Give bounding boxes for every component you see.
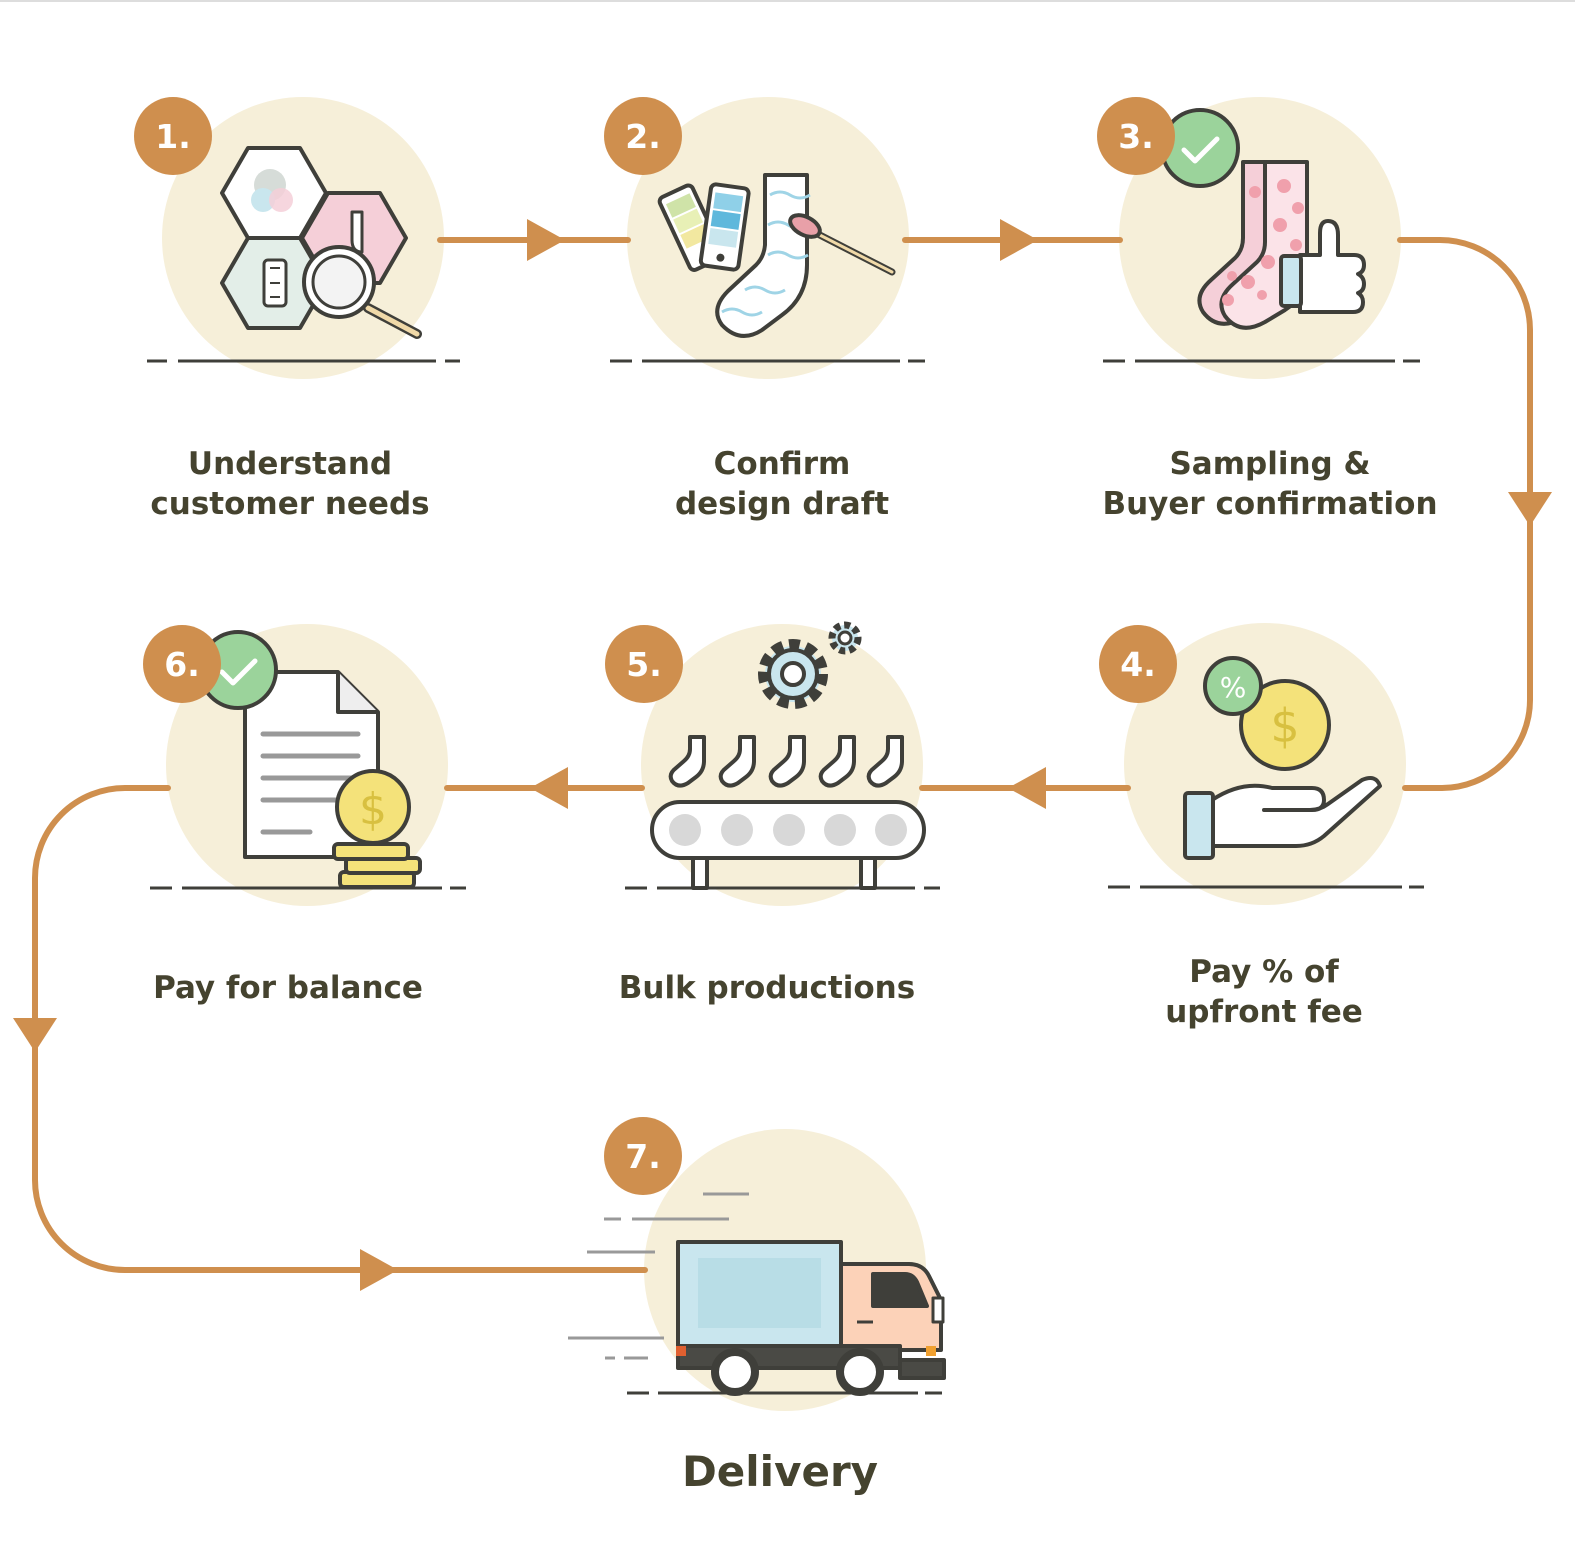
step-3-label-line: Sampling & xyxy=(1169,446,1371,482)
step-7-number-badge: 7. xyxy=(604,1117,682,1195)
step-1-label-line: Understand xyxy=(187,446,393,482)
dollar-glyph: $ xyxy=(1270,699,1299,753)
socks-thumbs-up-icon xyxy=(1160,108,1366,330)
step-2-label: Confirm design draft xyxy=(532,444,1032,524)
step-5-number-badge: 5. xyxy=(605,625,683,703)
conveyor-socks-gear-icon xyxy=(650,621,926,890)
arrowhead-6-7 xyxy=(13,1018,57,1052)
step-6-label-line: Pay for balance xyxy=(153,970,423,1006)
step-5-label: Bulk productions xyxy=(517,968,1017,1008)
sock-icon xyxy=(818,735,856,788)
small-gear-icon xyxy=(828,621,862,655)
step-4-label-line: upfront fee xyxy=(1165,994,1363,1030)
step-3-label-line: Buyer confirmation xyxy=(1102,486,1438,522)
step-3-label: Sampling & Buyer confirmation xyxy=(1020,444,1520,524)
gear-icon xyxy=(758,639,828,709)
step-2-number-badge: 2. xyxy=(604,97,682,175)
dollar-glyph-balance: $ xyxy=(359,784,387,835)
arrowhead-3-4 xyxy=(1508,492,1552,526)
step-1-number-badge: 1. xyxy=(134,97,212,175)
arrowhead-2-3 xyxy=(1000,219,1038,261)
arrowhead-1-2 xyxy=(527,219,565,261)
arrowhead-5-6 xyxy=(530,767,568,809)
step-2-label-line: Confirm xyxy=(713,446,851,482)
step-5-label-line: Bulk productions xyxy=(618,970,916,1006)
step-1-label: Understand customer needs xyxy=(40,444,540,524)
percent-glyph: % xyxy=(1220,671,1247,704)
arrowhead-4-5 xyxy=(1008,767,1046,809)
hand-coin-percent-icon xyxy=(1183,656,1382,860)
sock-icon xyxy=(718,735,756,788)
sock-icon xyxy=(866,735,904,788)
hexagon-swatches-magnifier-icon xyxy=(220,146,422,339)
step-1-label-line: customer needs xyxy=(150,486,430,522)
step-4-number-badge: 4. xyxy=(1099,625,1177,703)
sock-palette-brush-icon xyxy=(657,173,896,338)
step-7-label-line: Delivery xyxy=(681,1447,879,1496)
document-coins-icon xyxy=(198,630,422,889)
delivery-truck-icon xyxy=(568,1192,946,1396)
arrowhead-7 xyxy=(360,1249,398,1291)
step-6-label: Pay for balance xyxy=(38,968,538,1008)
step-7-label: Delivery xyxy=(530,1447,1030,1497)
step-3-number-badge: 3. xyxy=(1097,97,1175,175)
step-4-label-line: Pay % of xyxy=(1189,954,1339,990)
step-4-label: Pay % of upfront fee xyxy=(1014,952,1514,1032)
step-6-number-badge: 6. xyxy=(143,625,221,703)
sock-icon xyxy=(668,735,706,788)
flow-arrowheads xyxy=(13,219,1552,1291)
sock-icon xyxy=(768,735,806,788)
step-2-label-line: design draft xyxy=(674,486,890,522)
